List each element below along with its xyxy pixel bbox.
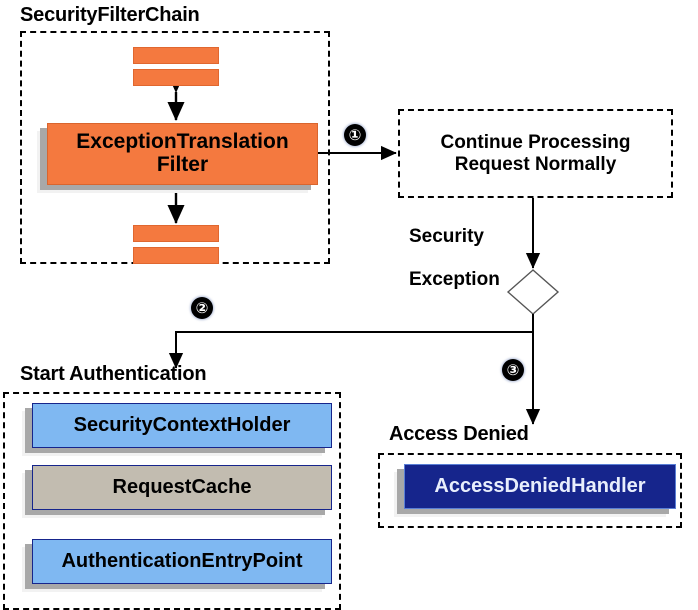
step-marker-3: ③ — [502, 359, 524, 381]
component-face — [32, 403, 332, 448]
edge-label-line-2: Exception — [409, 268, 500, 290]
filter-bar-bottom-1 — [133, 225, 219, 242]
group-label-security-filter-chain: SecurityFilterChain — [20, 4, 200, 26]
component-access-denied-handler[interactable]: AccessDeniedHandler — [394, 464, 676, 517]
component-request-cache[interactable]: RequestCache — [22, 465, 332, 518]
component-exception-translation-filter[interactable]: ExceptionTranslation Filter — [37, 123, 318, 193]
arrow-step-2 — [168, 331, 533, 369]
component-label: RequestCache — [112, 475, 252, 498]
step-marker-2: ② — [191, 297, 213, 319]
group-label-start-authentication: Start Authentication — [20, 363, 207, 385]
edge-label-line-1: Security — [409, 226, 484, 248]
group-label-access-denied: Access Denied — [389, 423, 529, 445]
component-label-line-1: ExceptionTranslation — [76, 130, 289, 154]
process-box-label: Continue Processing Request Normally — [440, 132, 630, 175]
group-box-start-authentication — [3, 392, 341, 610]
component-face — [32, 539, 332, 584]
component-face — [404, 464, 676, 509]
process-box-label-line-1: Continue Processing — [440, 132, 631, 154]
component-label: ExceptionTranslation Filter — [72, 130, 292, 176]
edge-label-security-exception: Security Exception — [409, 205, 524, 290]
filter-bar-top-1 — [133, 47, 219, 64]
group-box-access-denied — [378, 453, 682, 528]
component-face — [32, 465, 332, 510]
component-security-context-holder[interactable]: SecurityContextHolder — [22, 403, 332, 456]
filter-bar-top-2 — [133, 69, 219, 86]
component-label: AuthenticationEntryPoint — [61, 549, 303, 572]
filter-bar-bottom-2 — [133, 247, 219, 264]
component-label: SecurityContextHolder — [73, 413, 291, 436]
component-label-line-2: Filter — [156, 153, 209, 176]
component-label: AccessDeniedHandler — [434, 474, 646, 497]
process-box-label-line-2: Request Normally — [454, 153, 617, 175]
step-marker-1: ① — [344, 124, 366, 146]
process-box-continue-processing[interactable]: Continue Processing Request Normally — [398, 109, 673, 198]
component-authentication-entry-point[interactable]: AuthenticationEntryPoint — [22, 539, 332, 592]
